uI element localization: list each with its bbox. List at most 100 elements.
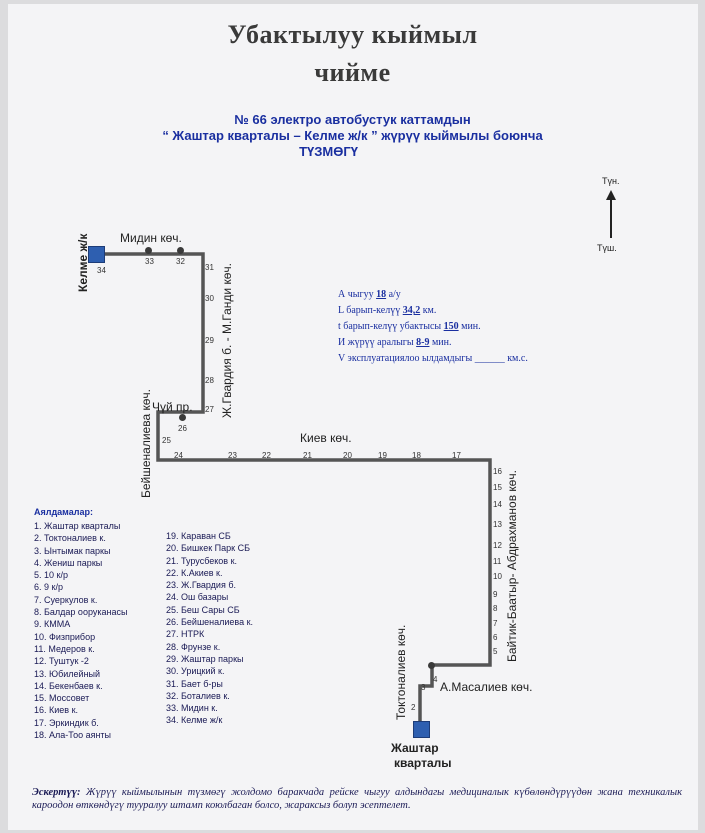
legend-item: 2. Токтоналиев к. [34, 533, 106, 544]
legend-item: 31. Бает б-ры [166, 678, 223, 689]
stat-speed: V эксплуатациялоо ылдамдыгы ______ км.с. [338, 353, 528, 364]
stop-number: 4 [433, 675, 438, 684]
stop-dot [179, 414, 186, 421]
schedule-sheet [8, 4, 698, 830]
stop-number: 20 [343, 451, 352, 460]
stop-number: 9 [493, 590, 498, 599]
route-line [97, 252, 492, 730]
stop-number: 16 [493, 467, 502, 476]
legend-item: 14. Бекенбаев к. [34, 680, 103, 691]
legend-item: 33. Мидин к. [166, 703, 218, 714]
stop-number: 2 [411, 703, 416, 712]
legend-item: 17. Эркиндик б. [34, 717, 99, 728]
stop-number: 3 [421, 683, 426, 692]
legend-item: 9. КММА [34, 619, 71, 630]
stop-number: 25 [162, 436, 171, 445]
stop-number: 18 [412, 451, 421, 460]
stat-time: t барып-келүү убактысы 150 мин. [338, 321, 481, 332]
legend-item: 20. Бишкек Парк СБ [166, 543, 250, 554]
stop-number: 31 [205, 263, 214, 272]
legend-item: 34. Келме ж/к [166, 715, 223, 726]
stat-length: L барып-келүү 34,2 км. [338, 305, 437, 316]
stop-number: 5 [493, 647, 498, 656]
stop-number: 10 [493, 572, 502, 581]
stop-number: 13 [493, 520, 502, 529]
north-arrow-icon [606, 190, 616, 238]
terminal-jashtar-label-1: Жаштар [391, 741, 439, 755]
legend-item: 7. Суеркулов к. [34, 594, 98, 605]
legend-item: 18. Ала-Тоо аянты [34, 730, 112, 741]
legend-column-1: 1. Жаштар кварталы 2. Токтоналиев к. 3. … [34, 520, 127, 741]
stop-number: 24 [174, 451, 183, 460]
stop-number: 29 [205, 336, 214, 345]
stop-number: 34 [97, 266, 106, 275]
stop-number: 15 [493, 483, 502, 492]
legend-item: 12. Туштук -2 [34, 656, 89, 667]
stop-dot [145, 247, 152, 254]
legend-item: 16. Киев к. [34, 705, 79, 716]
legend-item: 10. Физприбор [34, 631, 96, 642]
page-title: Убактылуу кыймыл [227, 20, 478, 49]
note-label: Эскертүү: [32, 787, 81, 798]
stop-number: 27 [205, 405, 214, 414]
street-midin-label: Мидин көч. [120, 231, 182, 245]
legend-item: 21. Турусбеков к. [166, 555, 238, 566]
stop-number: 30 [205, 294, 214, 303]
legend-item: 30. Урицкий к. [166, 666, 225, 677]
legend-item: 32. Боталиев к. [166, 690, 230, 701]
note-text: Жүрүү кыймылынын түзмөгү жолдомо баракча… [32, 787, 682, 811]
street-masaliev-label: А.Масалиев көч. [440, 680, 533, 694]
street-chuy-label: Чүй пр. [152, 400, 193, 414]
stop-number: 6 [493, 633, 498, 642]
stop-number: 33 [145, 257, 154, 266]
stop-number: 32 [176, 257, 185, 266]
compass-south-label: Түш. [597, 243, 617, 253]
terminal-kelme-label: Келме ж/к [76, 233, 90, 292]
terminal-kelme-icon [88, 246, 105, 263]
street-toktonaliev-label: Токтоналиев көч. [394, 624, 408, 720]
stop-number: 14 [493, 500, 502, 509]
stop-number: 17 [452, 451, 461, 460]
stop-number: 19 [378, 451, 387, 460]
route-stats: А чыгуу 18 а/у L барып-келүү 34,2 км. t … [338, 287, 528, 367]
legend-item: 6. 9 к/р [34, 582, 63, 593]
legend-item: 13. Юбилейный [34, 668, 101, 679]
street-beyshenaliev-label: Бейшеналиева көч. [139, 389, 153, 498]
legend-item: 25. Беш Сары СБ [166, 604, 240, 615]
route-subtitle-line2: “ Жаштар кварталы – Келме ж/к ” жүрүү кы… [162, 128, 543, 143]
compass-north-label: Түн. [602, 176, 620, 186]
stop-dot [177, 247, 184, 254]
street-kiev-label: Киев көч. [300, 431, 352, 445]
stop-number: 12 [493, 541, 502, 550]
legend-title: Аялдамалар: [34, 507, 93, 517]
terminal-jashtar-icon [413, 721, 430, 738]
stop-number: 28 [205, 376, 214, 385]
legend-item: 1. Жаштар кварталы [34, 521, 121, 531]
stat-interval: И жүрүү аралыгы 8-9 мин. [338, 337, 452, 348]
stop-number: 26 [178, 424, 187, 433]
legend-item: 22. К.Акиев к. [166, 567, 223, 578]
stop-number: 21 [303, 451, 312, 460]
stop-number: 8 [493, 604, 498, 613]
legend-item: 24. Ош базары [166, 592, 229, 603]
stop-number: 7 [493, 619, 498, 628]
legend-item: 15. Моссовет [34, 693, 90, 704]
stat-stops: А чыгуу 18 а/у [338, 289, 401, 300]
legend-item: 8. Балдар ооруканасы [34, 607, 128, 618]
legend-item: 19. Караван СБ [166, 531, 231, 541]
terminal-jashtar-label-2: кварталы [394, 756, 452, 770]
stop-number: 23 [228, 451, 237, 460]
footer-note: Эскертүү: Жүрүү кыймылынын түзмөгү жолдо… [32, 786, 682, 812]
stop-number: 11 [493, 557, 502, 566]
legend-item: 5. 10 к/р [34, 570, 68, 581]
stop-number: 22 [262, 451, 271, 460]
legend-item: 26. Бейшеналиева к. [166, 617, 254, 628]
legend-item: 3. Ынтымак паркы [34, 545, 111, 556]
street-baitik-label: Байтик-Баатыр- Абдрахманов көч. [505, 470, 519, 662]
route-subtitle-line3: ТҮЗМӨГҮ [299, 144, 358, 159]
legend-item: 4. Жениш паркы [34, 557, 103, 568]
stop-dot [428, 662, 435, 669]
legend-item: 23. Ж.Гвардия б. [166, 580, 236, 591]
street-gvardia-label: Ж.Гвардия б. - М.Ганди көч. [220, 263, 234, 418]
